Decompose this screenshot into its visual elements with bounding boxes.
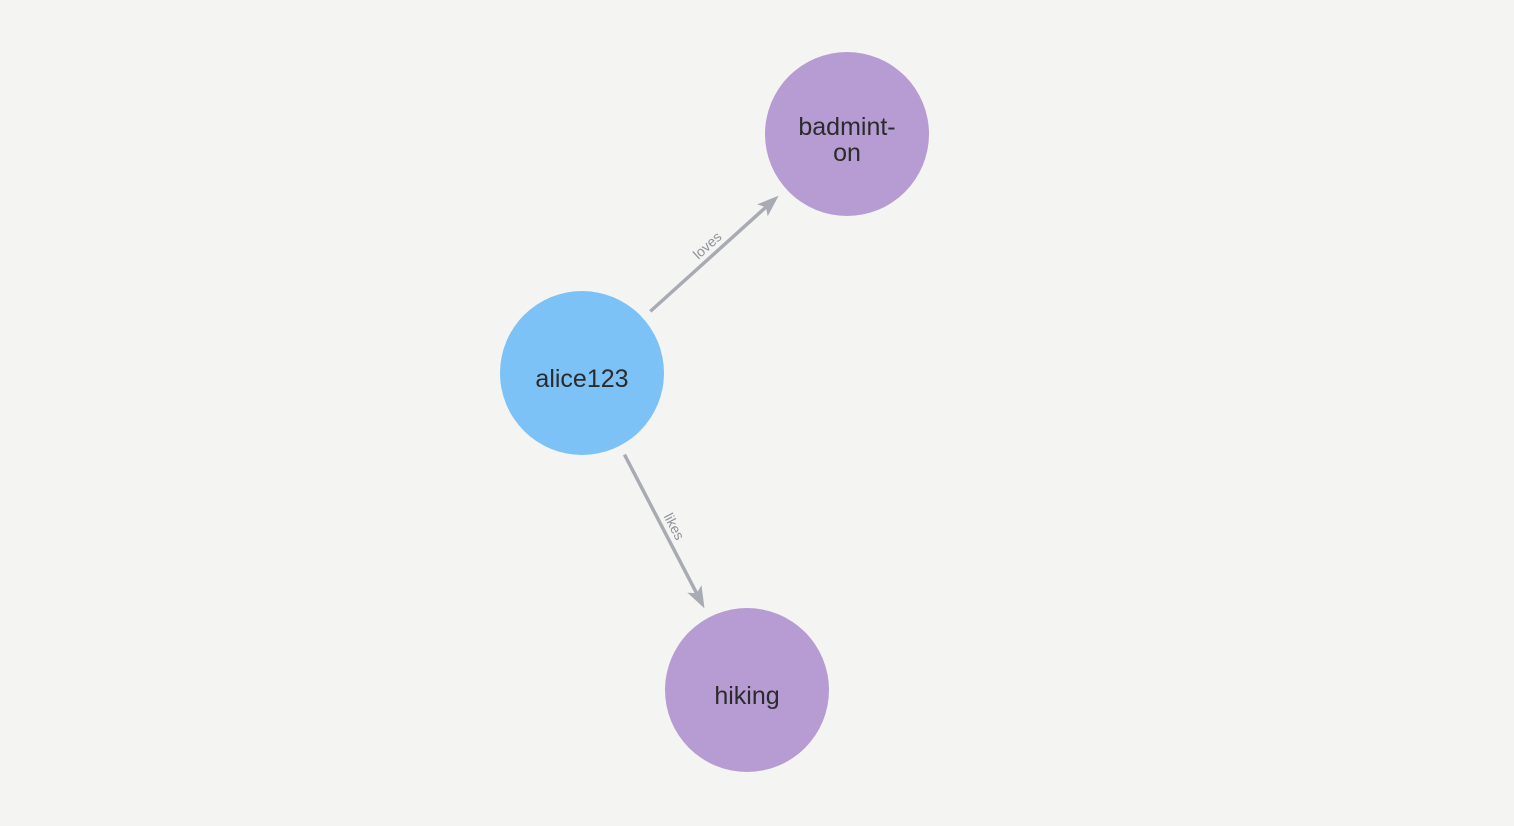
node-circle[interactable] (765, 52, 929, 216)
node-label: alice123 (535, 365, 628, 393)
arrowhead-icon (687, 585, 705, 609)
edge-loves[interactable]: loves (649, 195, 779, 313)
edge-label: loves (690, 228, 725, 262)
node-label: badmint-on (798, 113, 895, 167)
node-hiking[interactable]: hiking (665, 608, 829, 772)
node-circle[interactable] (665, 608, 829, 772)
node-circle[interactable] (500, 291, 664, 455)
edge-line[interactable] (622, 453, 699, 594)
node-badminton[interactable]: badmint-on (765, 52, 929, 216)
edge-likes[interactable]: likes (622, 453, 705, 609)
edge-line[interactable] (649, 205, 768, 313)
arrowhead-icon (757, 195, 779, 217)
node-alice123[interactable]: alice123 (500, 291, 664, 455)
nodes-layer: alice123 badmint-on hiking (500, 52, 929, 772)
node-label: hiking (714, 682, 779, 710)
edge-label: likes (661, 510, 688, 542)
